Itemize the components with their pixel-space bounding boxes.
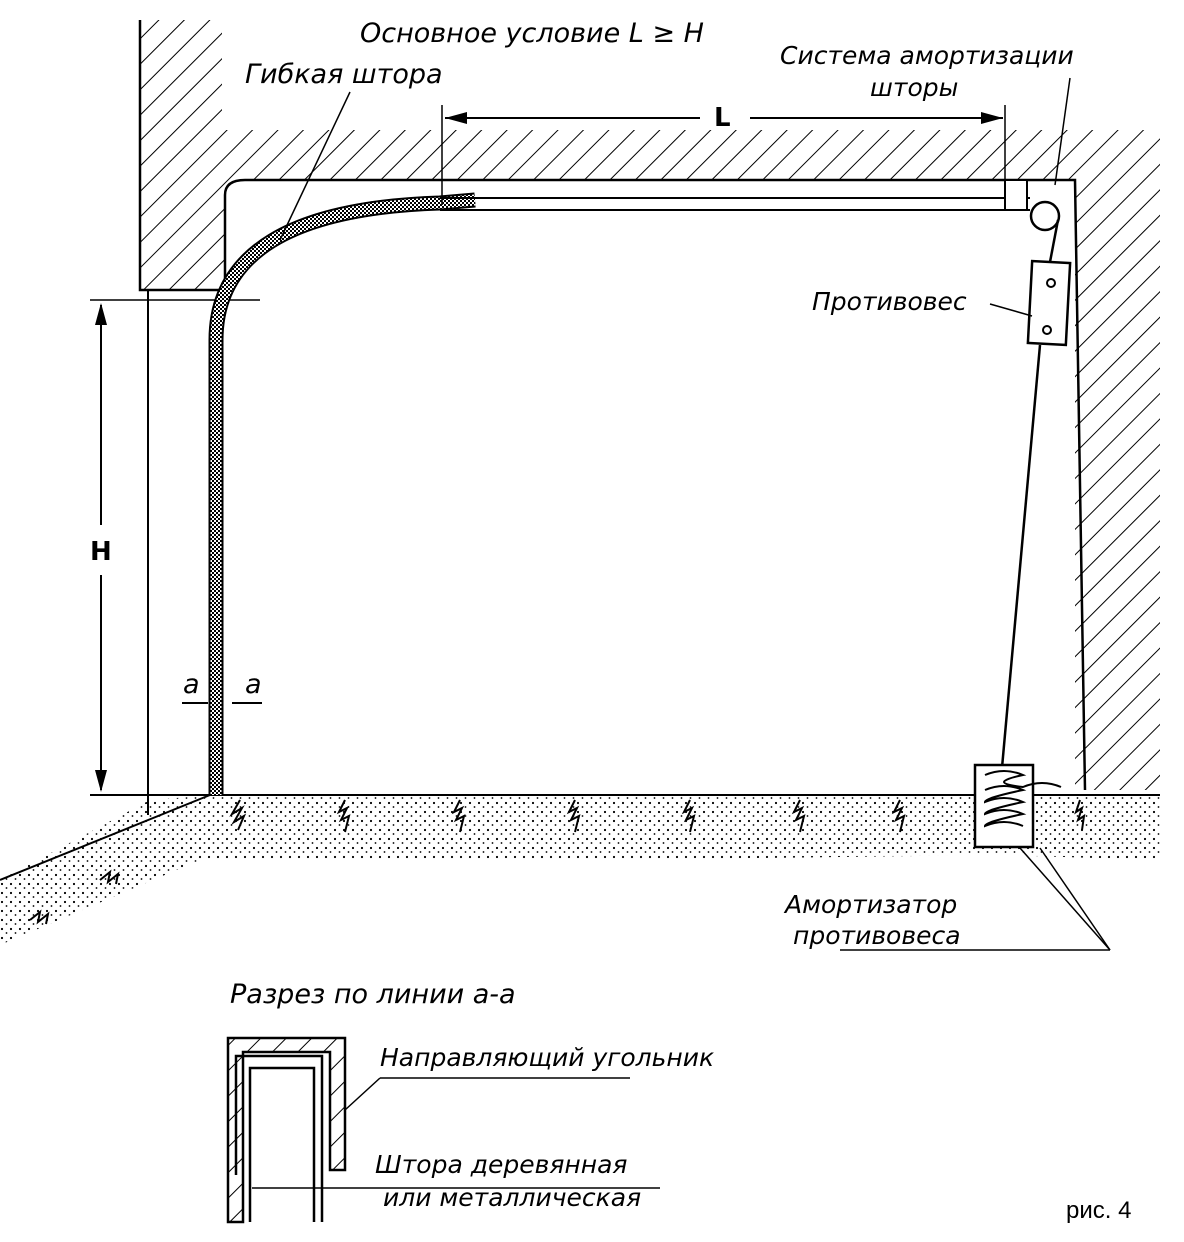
figure-caption: рис. 4: [1066, 1197, 1131, 1224]
dim-L-arrow-right: [981, 112, 1003, 124]
damping-system-label-2: шторы: [870, 73, 958, 102]
section-title: Разрез по линии а-а: [230, 979, 516, 1010]
section-curtain: [234, 1054, 324, 1222]
guide-angle-leader: [344, 1077, 381, 1111]
section-mark-left: а: [183, 669, 200, 700]
flexible-curtain: [208, 192, 476, 795]
counterweight-pin-top: [1046, 278, 1056, 288]
guide-angle-label: Направляющий угольник: [380, 1043, 714, 1072]
section-mark-right: а: [245, 669, 262, 700]
ground-texture: [29, 799, 1086, 925]
left-wall-outline: [138, 20, 1087, 791]
damping-block: [1004, 179, 1028, 211]
main-condition-label: Основное условие L ≥ H: [360, 18, 704, 49]
ground: [0, 795, 1160, 945]
counterweight-damper-label-1: Амортизатор: [783, 890, 957, 919]
left-wall: [140, 20, 1160, 790]
guide-angle: [226, 1036, 347, 1224]
damping-system-leader: [1054, 77, 1071, 186]
damping-system-label-1: Система амортизации: [780, 41, 1074, 70]
counterweight-damper-leader-2: [1039, 847, 1111, 951]
ramp-surface: [0, 794, 211, 881]
dim-H-label: H: [90, 537, 112, 567]
counterweight-damper-label-2: противовеса: [793, 921, 961, 950]
counterweight-damper-leader-1: [1019, 847, 1111, 951]
flexible-curtain-label: Гибкая штора: [245, 59, 443, 90]
counterweight-leader: [989, 303, 1033, 317]
flexible-curtain-fill: [210, 194, 476, 795]
cable: [1048, 219, 1060, 263]
counterweight-label: Противовес: [812, 287, 967, 316]
dim-L-arrow-left: [445, 112, 467, 124]
damper-spring: [983, 770, 1062, 828]
dim-L-label: L: [714, 103, 731, 133]
pulley: [1029, 200, 1061, 232]
dim-H-arrow-top: [95, 303, 107, 325]
dim-H-arrow-bottom: [95, 770, 107, 792]
flexible-curtain-leader: [279, 91, 351, 241]
counterweight-pin-bottom: [1042, 325, 1052, 335]
counterweight-block: [1026, 259, 1072, 347]
cable-lower: [998, 344, 1042, 791]
curtain-material-label-1: Штора деревянная: [375, 1150, 627, 1179]
